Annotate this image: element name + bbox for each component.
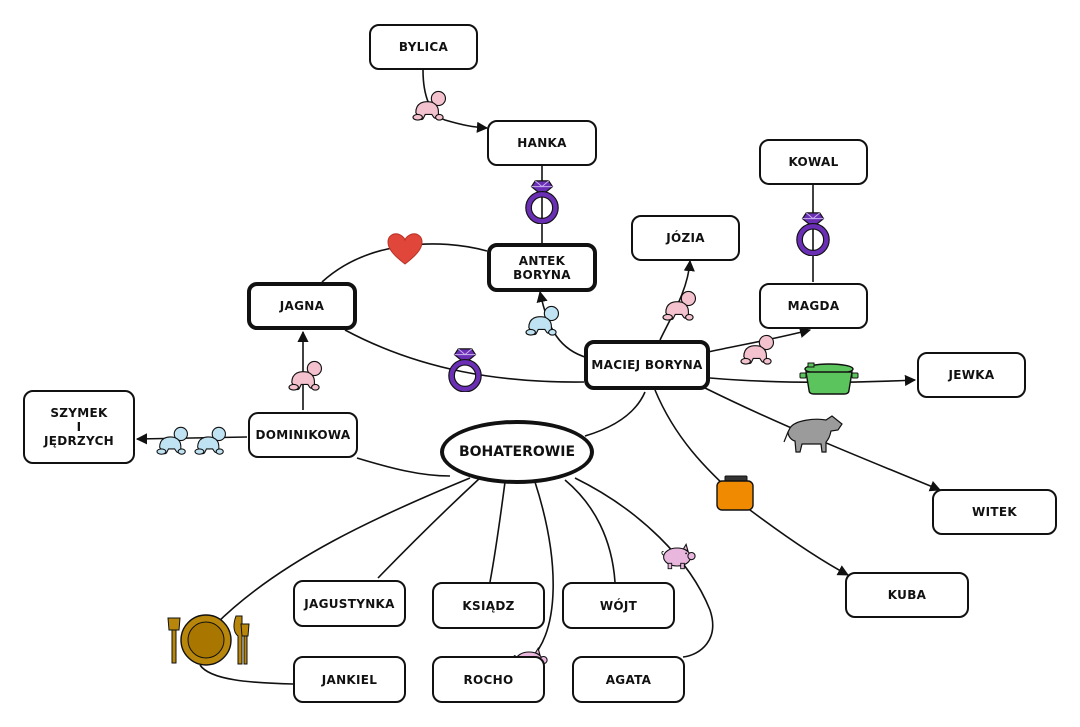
edge-maciej-witek <box>704 387 942 492</box>
node-maciej-boryna[interactable]: MACIEJ BORYNA <box>584 340 710 390</box>
node-antek-boryna[interactable]: ANTEK BORYNA <box>487 243 597 292</box>
center-node-bohaterowie[interactable]: BOHATEROWIE <box>440 420 594 484</box>
edge-jagna-maciej-ring <box>344 329 585 383</box>
baby-icon <box>412 90 447 121</box>
edge-center-ksiadz <box>489 481 506 583</box>
node-bylica[interactable]: BYLICA <box>369 24 478 70</box>
edge-center-jankiel <box>214 477 471 626</box>
edge-dominikowa-szymek <box>135 433 248 445</box>
node-dominikowa[interactable]: DOMINIKOWA <box>248 412 358 458</box>
node-kuba[interactable]: KUBA <box>845 572 969 618</box>
baby-icon <box>740 334 775 365</box>
node-witek[interactable]: WITEK <box>932 489 1057 535</box>
node-szymek-jedrzych[interactable]: SZYMEK I JĘDRZYCH <box>23 390 135 464</box>
node-jagna[interactable]: JAGNA <box>247 282 357 330</box>
edge-maciej-center <box>584 391 646 437</box>
cooking-pot-icon <box>799 362 859 395</box>
node-szymek-line-2: I <box>76 420 82 434</box>
heart-icon <box>387 233 423 265</box>
baby-icon <box>156 426 189 455</box>
node-jankiel[interactable]: JANKIEL <box>293 656 406 703</box>
edge-center-agata <box>574 477 714 658</box>
node-hanka[interactable]: HANKA <box>487 120 597 166</box>
node-jozia[interactable]: JÓZIA <box>631 215 740 261</box>
baby-icon <box>194 426 227 455</box>
node-jewka[interactable]: JEWKA <box>917 352 1026 398</box>
baby-icon <box>662 290 697 321</box>
node-magda[interactable]: MAGDA <box>759 283 868 329</box>
icons <box>156 90 859 674</box>
jar-icon <box>716 475 754 511</box>
node-szymek-line-3: JĘDRZYCH <box>43 434 115 448</box>
edge-center-jagustynka <box>377 477 481 579</box>
edge-bylica-hanka <box>422 69 489 133</box>
edge-plate-jankiel <box>199 664 294 685</box>
plate-cutlery-icon <box>167 614 250 666</box>
node-ksiadz[interactable]: KSIĄDZ <box>432 582 545 629</box>
pig-icon <box>661 543 696 570</box>
edge-maciej-magda <box>707 327 812 353</box>
baby-icon <box>288 360 323 391</box>
cow-icon <box>783 415 843 453</box>
node-jagustynka[interactable]: JAGUSTYNKA <box>293 580 406 627</box>
ring-icon <box>452 349 479 389</box>
edge-center-wojt <box>564 479 616 583</box>
node-kowal[interactable]: KOWAL <box>759 139 868 185</box>
baby-icon <box>525 305 560 336</box>
node-rocho[interactable]: ROCHO <box>432 656 545 703</box>
edge-dominikowa-center <box>356 457 451 477</box>
edge-center-rocho <box>529 481 554 661</box>
node-szymek-line-1: SZYMEK <box>50 406 108 420</box>
node-wojt[interactable]: WÓJT <box>562 582 675 629</box>
node-agata[interactable]: AGATA <box>572 656 685 703</box>
edge-maciej-antek <box>536 290 589 359</box>
